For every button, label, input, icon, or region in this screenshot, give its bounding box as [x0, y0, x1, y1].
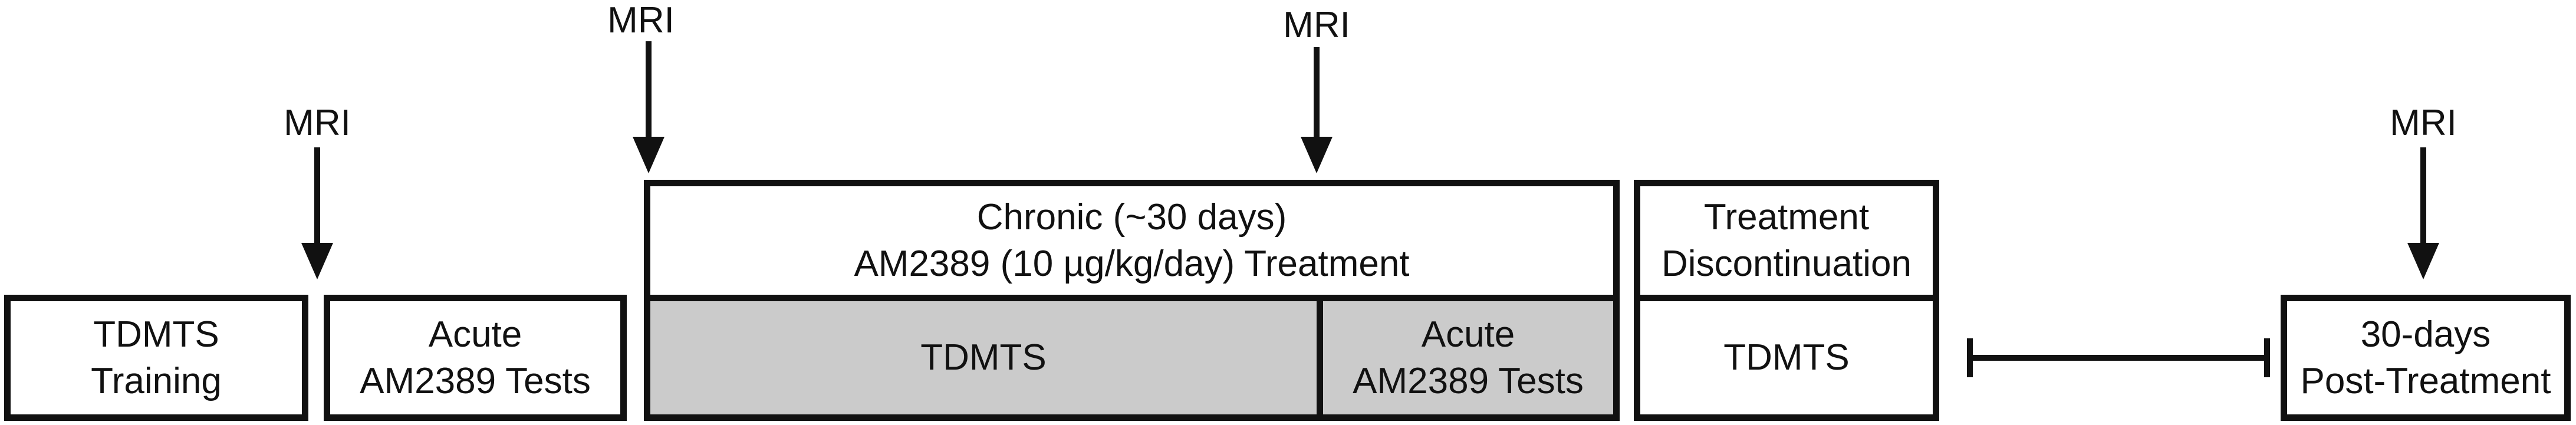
- box-line: Acute: [1421, 314, 1515, 355]
- arrow-down-icon: [301, 243, 333, 279]
- interval-right-cap: [2264, 338, 2270, 377]
- box-line: TDMTS: [93, 314, 219, 355]
- arrow-down-icon: [2407, 243, 2439, 279]
- box-discontinuation-tdmts: TDMTS: [1634, 295, 1939, 421]
- mri-label: MRI: [2390, 103, 2457, 143]
- box-line: AM2389 Tests: [1353, 361, 1584, 401]
- arrow-shaft: [314, 147, 320, 248]
- interval-line: [1968, 355, 2269, 361]
- box-line: AM2389 Tests: [360, 361, 591, 401]
- box-line: 30-days: [2360, 314, 2491, 355]
- box-chronic-treatment-header: Chronic (~30 days) AM2389 (10 µg/kg/day)…: [644, 180, 1620, 301]
- box-line: Chronic (~30 days): [976, 196, 1287, 238]
- mri-label: MRI: [1283, 5, 1350, 45]
- box-line: Training: [91, 361, 222, 401]
- box-line: Acute: [428, 314, 522, 355]
- box-line: Treatment: [1703, 196, 1870, 238]
- mri-label: MRI: [284, 103, 351, 143]
- box-line: TDMTS: [1723, 337, 1850, 378]
- arrow-shaft: [646, 41, 652, 147]
- interval-left-cap: [1967, 338, 1973, 377]
- box-chronic-tdmts: TDMTS: [644, 295, 1323, 421]
- box-discontinuation-header: Treatment Discontinuation: [1634, 180, 1939, 301]
- box-post-treatment: 30-days Post-Treatment: [2281, 295, 2571, 421]
- arrow-down-icon: [1301, 137, 1333, 173]
- box-line: AM2389 (10 µg/kg/day) Treatment: [854, 243, 1410, 284]
- arrow-shaft: [2420, 147, 2426, 248]
- box-line: Discontinuation: [1662, 243, 1912, 284]
- box-acute-tests-chronic: Acute AM2389 Tests: [1317, 295, 1620, 421]
- arrow-shaft: [1314, 47, 1320, 149]
- box-line: TDMTS: [920, 337, 1047, 378]
- mri-label: MRI: [607, 0, 675, 41]
- box-acute-tests-initial: Acute AM2389 Tests: [324, 295, 627, 421]
- box-line: Post-Treatment: [2300, 361, 2551, 401]
- box-tdmts-training: TDMTS Training: [4, 295, 308, 421]
- arrow-down-icon: [633, 137, 664, 173]
